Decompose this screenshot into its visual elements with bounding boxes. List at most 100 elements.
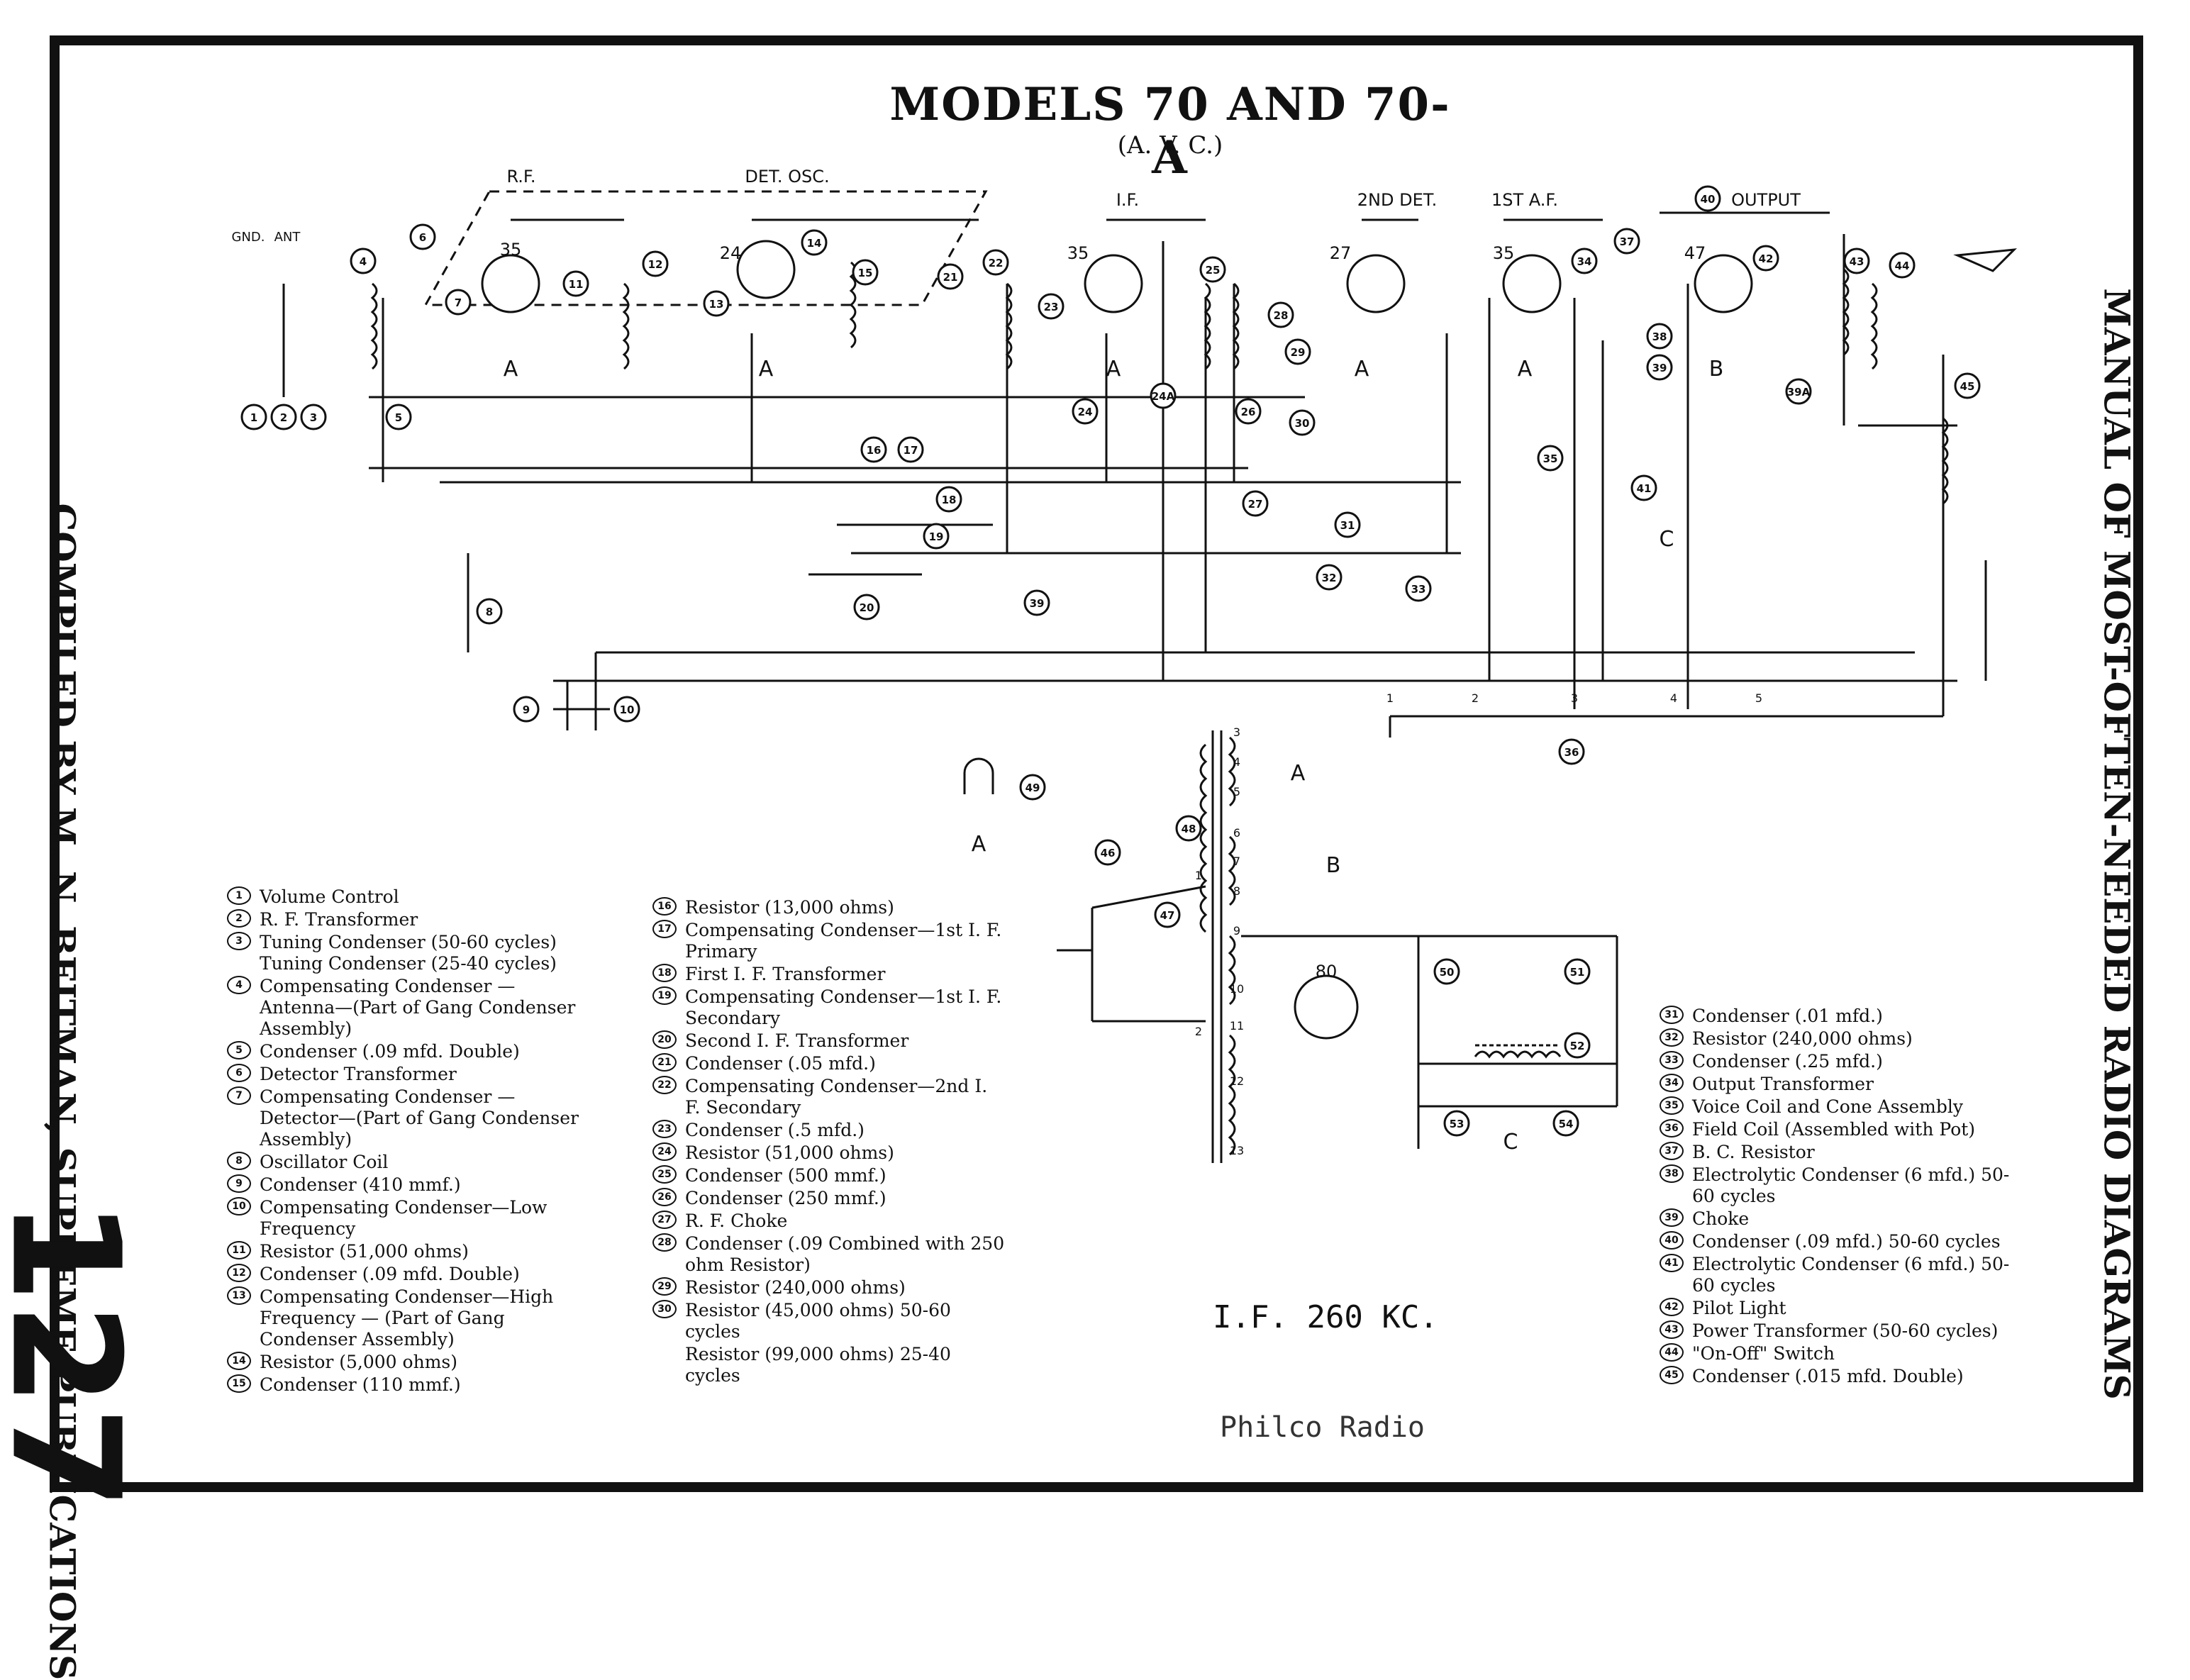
callout: 37 xyxy=(1613,228,1640,255)
svg-text:34: 34 xyxy=(1577,255,1592,268)
heater-winding-a xyxy=(1228,736,1236,807)
bleeder-tap: 2 xyxy=(1472,691,1479,705)
legend-text: "On-Off" Switch xyxy=(1692,1343,1835,1364)
tube-number: 35 xyxy=(1493,243,1515,263)
legend-text: Compensating Condenser—Low Frequency xyxy=(260,1197,548,1239)
legend-number: 42 xyxy=(1660,1298,1684,1316)
svg-text:4: 4 xyxy=(360,255,367,268)
stage-label-rf: R.F. xyxy=(506,167,535,187)
legend-number: 24 xyxy=(652,1142,677,1161)
legend-number: 14 xyxy=(227,1352,251,1370)
callout: 30 xyxy=(1289,409,1316,436)
legend-number: 36 xyxy=(1660,1119,1684,1137)
coil xyxy=(1204,282,1211,370)
legend-text: Condenser (.5 mfd.) xyxy=(685,1120,865,1140)
svg-text:20: 20 xyxy=(860,601,874,614)
legend-number: 1 xyxy=(227,886,251,905)
tube-det-osc xyxy=(736,240,796,299)
callout: 26 xyxy=(1235,398,1262,425)
callout: 47 xyxy=(1154,901,1181,928)
legend-text: Compensating Condenser—High Frequency — … xyxy=(260,1286,554,1350)
legend-item: Resistor (99,000 ohms) 25-40 cycles xyxy=(652,1344,1007,1386)
schematic-diagram: 35 24 35 27 35 47 80 R.F. DET. OSC. I.F.… xyxy=(232,167,2018,1163)
legend-text: First I. F. Transformer xyxy=(685,964,886,984)
coil xyxy=(622,282,630,370)
tube-if xyxy=(1084,254,1143,313)
legend-text: Compensating Condenser — Antenna—(Part o… xyxy=(260,976,576,1039)
callout: 31 xyxy=(1334,511,1361,538)
legend-number: 29 xyxy=(652,1277,677,1296)
callout: 49 xyxy=(1019,774,1046,801)
legend-text: Condenser (.09 Combined with 250 ohm Res… xyxy=(685,1233,1005,1275)
svg-text:50: 50 xyxy=(1440,966,1455,979)
callout: 13 xyxy=(703,290,730,317)
legend-text: Output Transformer xyxy=(1692,1074,1874,1094)
tube-rf xyxy=(481,254,540,313)
terminal-number: 13 xyxy=(1230,1144,1244,1157)
svg-text:10: 10 xyxy=(620,703,635,716)
svg-text:53: 53 xyxy=(1450,1118,1464,1130)
page-border xyxy=(50,35,2143,1492)
pilot-lamp-letter: A xyxy=(972,832,986,857)
legend-text: B. C. Resistor xyxy=(1692,1142,1815,1162)
terminal-number: 6 xyxy=(1233,826,1240,840)
callout: 41 xyxy=(1630,474,1657,501)
tube-number: 27 xyxy=(1330,243,1352,263)
legend-number: 3 xyxy=(227,932,251,950)
svg-text:45: 45 xyxy=(1960,380,1975,393)
heater-winding-b xyxy=(1228,835,1236,906)
svg-text:12: 12 xyxy=(648,258,663,271)
legend-text: Condenser (.25 mfd.) xyxy=(1692,1051,1883,1072)
svg-text:13: 13 xyxy=(709,298,724,311)
terminal-number: 5 xyxy=(1233,785,1240,799)
svg-text:39A: 39A xyxy=(1787,386,1811,399)
legend-text: Resistor (13,000 ohms) xyxy=(685,897,894,918)
stage-label-second-det: 2ND DET. xyxy=(1357,190,1437,210)
legend-number: 38 xyxy=(1660,1164,1684,1183)
page-title: MODELS 70 AND 70-A xyxy=(889,78,1451,184)
legend-text: Resistor (99,000 ohms) 25-40 cycles xyxy=(685,1344,951,1386)
callout: 18 xyxy=(935,486,962,513)
callout: 15 xyxy=(852,259,879,286)
legend-item: 44"On-Off" Switch xyxy=(1660,1343,2028,1364)
svg-text:35: 35 xyxy=(1543,452,1558,465)
legend-text: Condenser (500 mmf.) xyxy=(685,1165,886,1186)
tube-number: 24 xyxy=(720,243,742,263)
legend-text: Resistor (51,000 ohms) xyxy=(685,1142,894,1163)
svg-text:28: 28 xyxy=(1274,309,1289,322)
callout: 51 xyxy=(1564,958,1591,985)
callout: 14 xyxy=(801,229,828,256)
legend-number: 25 xyxy=(652,1165,677,1184)
heater-letter: A xyxy=(1106,357,1121,382)
svg-text:24A: 24A xyxy=(1152,390,1175,403)
callout: 45 xyxy=(1954,372,1981,399)
legend-number: 43 xyxy=(1660,1320,1684,1339)
callout: 8 xyxy=(476,598,503,625)
coil xyxy=(1005,282,1013,370)
tube-number: 80 xyxy=(1316,962,1338,981)
svg-text:8: 8 xyxy=(486,606,493,618)
legend-text: Condenser (.01 mfd.) xyxy=(1692,1006,1883,1026)
pilot-lamp xyxy=(963,757,994,794)
tube-first-af xyxy=(1502,254,1562,313)
svg-text:39: 39 xyxy=(1030,597,1045,610)
callout: 32 xyxy=(1316,564,1343,591)
legend-number: 20 xyxy=(652,1030,677,1049)
callout: 53 xyxy=(1443,1110,1470,1137)
svg-text:5: 5 xyxy=(395,411,402,424)
callout: 4 xyxy=(350,247,377,274)
callout: 19 xyxy=(923,523,950,550)
callout: 33 xyxy=(1405,575,1432,602)
svg-text:7: 7 xyxy=(455,296,462,309)
svg-text:14: 14 xyxy=(807,237,822,250)
legend-number: 19 xyxy=(652,986,677,1005)
